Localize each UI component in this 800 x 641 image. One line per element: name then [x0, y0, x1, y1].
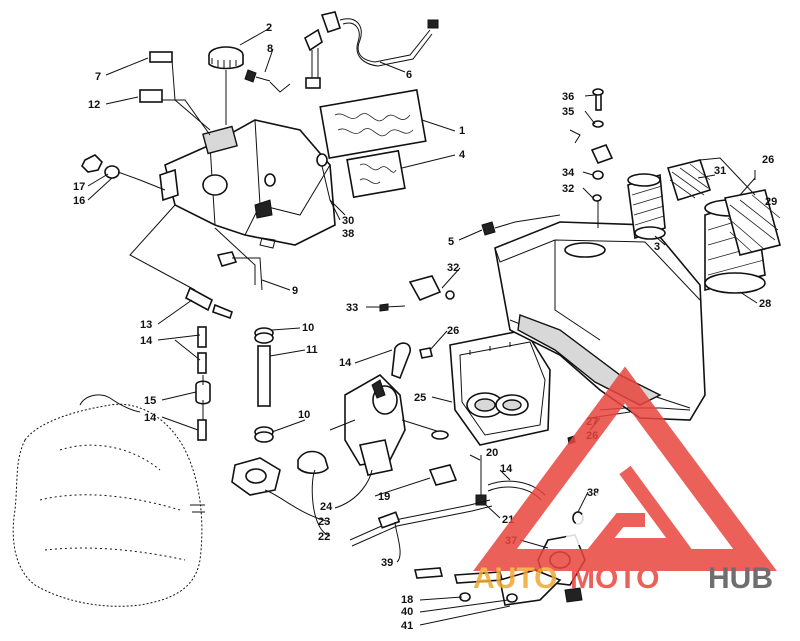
callout-c38a: 38: [342, 228, 354, 240]
airbox-adapter: [449, 329, 551, 446]
watermark-g-icon: [585, 465, 694, 552]
decal-7: [149, 51, 173, 63]
tank-bolt: [81, 154, 166, 191]
watermark-brand-moto: MOTO: [570, 562, 659, 595]
callout-c15: 15: [144, 395, 156, 407]
callout-c6: 6: [406, 69, 412, 81]
callout-c14d: 14: [500, 463, 513, 475]
callout-c20: 20: [486, 447, 498, 459]
callout-c25: 25: [414, 392, 426, 404]
callout-c35: 35: [562, 106, 574, 118]
screw-8: [244, 69, 271, 83]
callout-c4: 4: [459, 149, 466, 161]
watermark-brand-auto: AUTO: [473, 562, 557, 595]
watermark-brand-hub: HUB: [708, 562, 773, 595]
hose-19: [428, 464, 458, 486]
callout-c9: 9: [292, 285, 298, 297]
callout-c32b: 32: [562, 183, 574, 195]
callout-c18: 18: [401, 594, 413, 606]
screen-31: [666, 159, 712, 202]
callout-c40: 40: [401, 606, 413, 618]
oil-sensor: [303, 11, 439, 89]
callout-c2: 2: [266, 22, 272, 34]
callout-c33: 33: [346, 302, 358, 314]
vent-line-assembly: [216, 251, 274, 443]
callout-c16: 16: [73, 195, 85, 207]
callout-c34: 34: [562, 167, 575, 179]
callout-c24: 24: [320, 501, 333, 513]
callout-c1: 1: [459, 125, 465, 137]
decal-12: [139, 89, 163, 103]
intake-flange: [231, 450, 329, 496]
clip-5: [481, 221, 496, 236]
callout-c10b: 10: [298, 409, 310, 421]
callout-c14c: 14: [339, 357, 352, 369]
watermark-triangle-icon: [473, 366, 777, 571]
callout-c17: 17: [73, 181, 85, 193]
engine-block: [12, 394, 205, 607]
callout-c14b: 14: [144, 412, 157, 424]
callout-labels: 2 8 7 12 6 1 4 30 38 17 16 9 10 11 10 13…: [73, 22, 777, 632]
callout-c10a: 10: [302, 322, 314, 334]
callout-c11: 11: [306, 344, 318, 356]
hardware-stack: [569, 88, 614, 228]
screen-29: [724, 189, 781, 256]
callout-c32a: 32: [447, 262, 459, 274]
silencer-tube-3: [627, 173, 666, 240]
carburetor: [329, 342, 449, 476]
callout-c12: 12: [88, 99, 100, 111]
callout-c13: 13: [140, 319, 152, 331]
callout-c28: 28: [759, 298, 771, 310]
callout-c3: 3: [654, 241, 660, 253]
callout-c41: 41: [401, 620, 413, 632]
callout-c8: 8: [267, 43, 273, 55]
plug-26: [419, 347, 433, 359]
tank-fitting: [316, 153, 328, 167]
callout-c23: 23: [318, 516, 330, 528]
decal-4: [346, 149, 406, 199]
callout-c31: 31: [714, 165, 726, 177]
callout-c14a: 14: [140, 335, 153, 347]
watermark-logo: AUTO MOTO HUB: [473, 366, 777, 595]
decal-1: [319, 88, 427, 160]
callout-c30: 30: [342, 215, 354, 227]
callout-c22: 22: [318, 531, 330, 543]
oil-tank: [159, 119, 336, 249]
filler-cap: [208, 46, 244, 125]
callout-c7: 7: [95, 71, 101, 83]
callout-c5: 5: [448, 236, 454, 248]
callout-c36: 36: [562, 91, 574, 103]
callout-c29: 29: [765, 196, 777, 208]
callout-c26c: 26: [762, 154, 774, 166]
callout-c19: 19: [378, 491, 390, 503]
bracket-32: [408, 275, 442, 302]
callout-c39: 39: [381, 557, 393, 569]
callout-c26a: 26: [447, 325, 459, 337]
leader-lines: [87, 27, 758, 626]
oil-line-assembly: [184, 286, 233, 441]
